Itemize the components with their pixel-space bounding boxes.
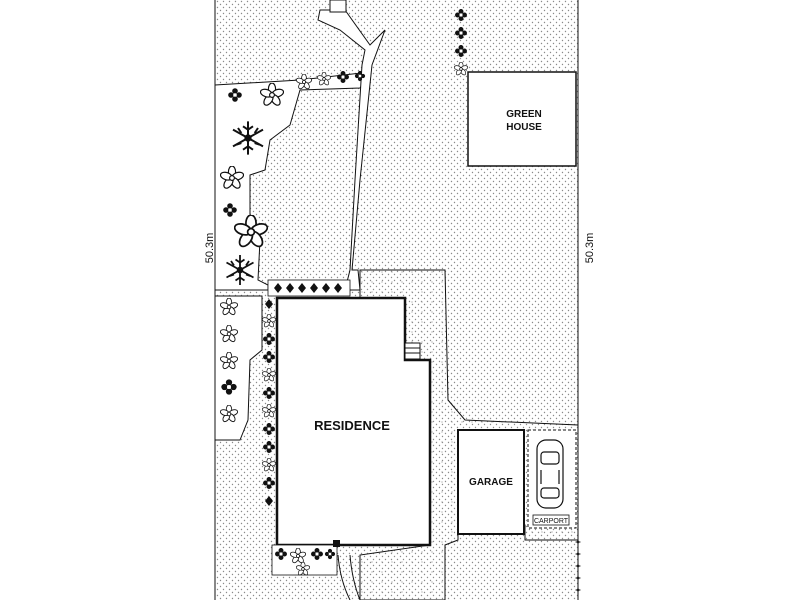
- residence-label: RESIDENCE: [314, 418, 390, 433]
- garage-label: GARAGE: [469, 477, 513, 488]
- green-house: [467, 71, 577, 167]
- dimension-right: 50.3m: [584, 233, 596, 264]
- hedge-north: [267, 279, 351, 297]
- steps-icon: [404, 342, 421, 360]
- garage: [457, 429, 525, 535]
- hedge-south: [271, 540, 361, 600]
- green-house-label-1: GREEN: [506, 109, 542, 120]
- carport-label: CARPORT: [534, 518, 569, 525]
- green-house-label-2: HOUSE: [506, 122, 542, 133]
- car-icon: [536, 439, 564, 509]
- dimension-left: 50.3m: [204, 233, 216, 264]
